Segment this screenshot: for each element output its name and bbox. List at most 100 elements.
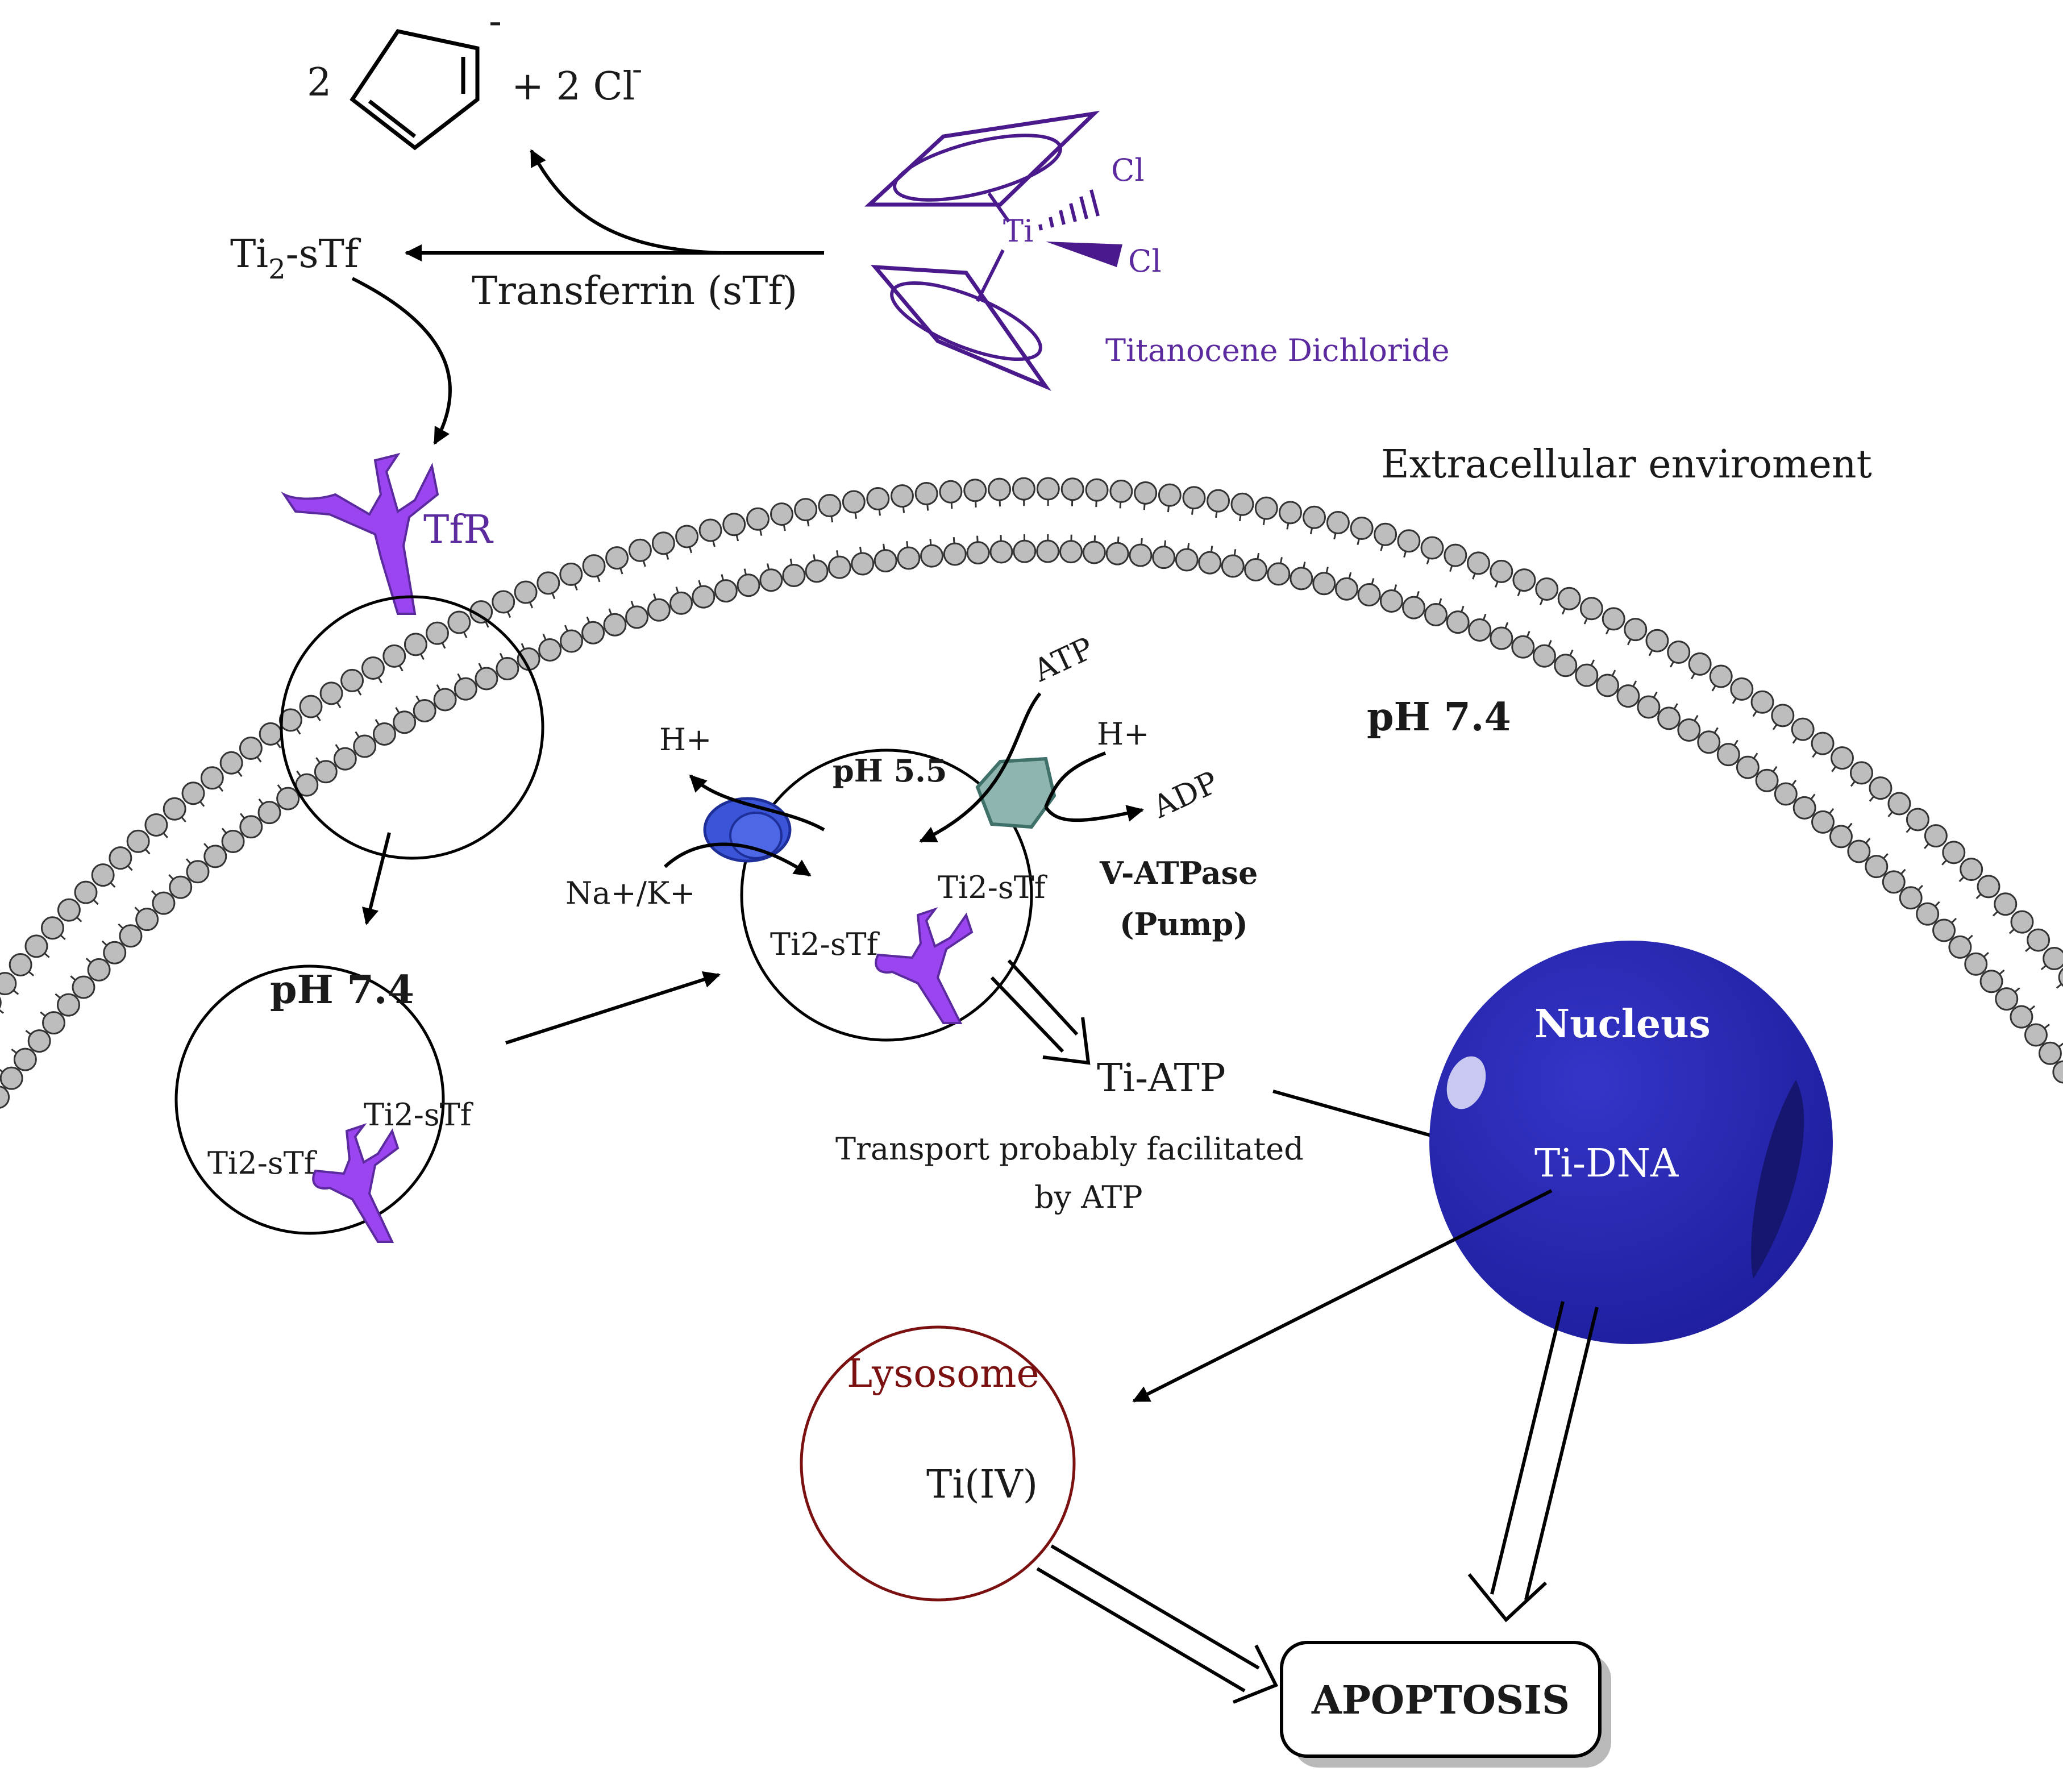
lipid-head — [361, 656, 385, 680]
lipid-head — [514, 580, 538, 604]
transferrin-binding-step: Transferrin (sTf) Ti2-sTf — [230, 149, 824, 445]
lipid-head — [1303, 505, 1326, 529]
lipid-head — [1182, 486, 1206, 510]
lipid-head — [109, 846, 132, 870]
ti-cp-bond-upper — [987, 192, 1010, 223]
titanium-atom-label: Ti — [1003, 213, 1033, 249]
lipid-head — [1677, 718, 1701, 742]
early-endosome: pH 7.4 Ti2-sTf Ti2-sTf — [174, 964, 474, 1243]
hashed-bond — [1038, 189, 1100, 231]
lipid-head — [496, 656, 519, 680]
lipid-head — [1397, 529, 1421, 553]
lipid-head — [219, 751, 243, 775]
lipid-head — [1637, 695, 1661, 719]
nucleus-sphere — [1429, 941, 1833, 1344]
lipid-head — [319, 681, 343, 705]
lipid-head — [1829, 825, 1853, 849]
ti-dna-label: Ti-DNA — [1534, 1141, 1679, 1186]
early-receptor-icon — [312, 1123, 400, 1243]
lipid-head — [1012, 477, 1035, 501]
lipid-head — [2010, 1005, 2033, 1029]
cp-release-arrow — [530, 149, 722, 255]
lipid-head — [2024, 1023, 2048, 1047]
lipid-head — [920, 544, 944, 568]
lipid-head — [1811, 731, 1835, 755]
lipid-head — [1278, 501, 1302, 525]
lysosome-title: Lysosome — [847, 1352, 1039, 1396]
lipid-head — [0, 1066, 23, 1090]
lipid-head — [737, 573, 760, 597]
lipid-head — [989, 540, 1013, 564]
cation-influx-arrow — [663, 842, 812, 877]
lipid-head — [1977, 875, 2000, 899]
lipid-head — [692, 585, 716, 609]
lipid-head — [559, 562, 583, 586]
lipid-head — [404, 633, 427, 656]
lipid-head — [1994, 892, 2018, 916]
proton-efflux-arrow — [689, 774, 825, 831]
lipid-head — [1899, 886, 1923, 910]
lipid-head — [163, 797, 186, 821]
lipid-head — [1446, 610, 1470, 634]
lipid-head — [1774, 782, 1798, 806]
titanocene-dichloride-label: Titanocene Dichloride — [1105, 332, 1450, 368]
lipid-head — [1379, 589, 1403, 613]
upper-cp-ring-icon — [864, 110, 1100, 207]
lipid-head — [536, 571, 560, 595]
transport-note-line2: by ATP — [1034, 1179, 1143, 1215]
budding-vesicle — [280, 595, 544, 860]
lipid-head — [1716, 743, 1740, 767]
lipid-head — [1512, 568, 1536, 592]
lipid-head — [259, 722, 282, 746]
lipid-head — [372, 722, 396, 746]
lipid-head — [1326, 511, 1350, 535]
chloride-charge: - — [632, 51, 642, 87]
lipid-head — [2010, 910, 2034, 934]
lipid-head — [1207, 489, 1230, 513]
lipid-head — [393, 710, 417, 734]
lipid-head — [27, 1029, 51, 1053]
nucleus-highlight — [1446, 1056, 1486, 1109]
lipid-head — [1755, 768, 1779, 792]
cell-membrane-bilayer — [0, 477, 2063, 1109]
lipid-head — [353, 734, 377, 758]
early-endosome-ph: pH 7.4 — [270, 967, 414, 1013]
lipid-head — [939, 480, 963, 504]
lipid-head — [651, 531, 675, 555]
lipid-head — [1750, 690, 1774, 714]
lipid-head — [1792, 796, 1816, 820]
lipid-head — [1616, 684, 1640, 708]
apoptosis-box: APOPTOSIS — [1280, 1641, 1611, 1768]
lipid-head — [1575, 663, 1599, 687]
internalization-arrow — [361, 832, 391, 925]
lipid-head — [314, 760, 338, 784]
lipid-head — [1420, 536, 1444, 560]
exchanger-icon-inner — [729, 812, 783, 859]
lipid-head — [603, 613, 627, 637]
lipid-head — [1602, 607, 1625, 631]
lower-cp-ring-icon — [871, 264, 1051, 391]
lipid-head — [1334, 577, 1358, 601]
lipid-head — [1579, 597, 1603, 621]
nucleus-shadow — [1751, 1080, 1804, 1279]
lipid-head — [1105, 542, 1129, 566]
lipid-head — [1831, 746, 1854, 770]
na-k-exchanger: H+ Na+/K+ — [565, 722, 825, 911]
lipid-head — [1964, 952, 1988, 976]
late-complex-b: Ti2-sTf — [938, 870, 1048, 905]
exchanger-label: Na+/K+ — [565, 875, 695, 911]
lipid-head — [914, 482, 938, 506]
lipid-head — [1995, 987, 2019, 1011]
lipid-head — [842, 490, 866, 514]
lipid-head — [647, 598, 671, 622]
lipid-head — [1036, 539, 1060, 563]
nucleus-to-lysosome-arrow — [1132, 1189, 1553, 1403]
lipid-head — [2052, 1060, 2063, 1084]
late-endosome: pH 5.5 Ti2-sTf Ti2-sTf — [740, 749, 1048, 1042]
lipid-head — [625, 605, 649, 629]
lipid-head — [1924, 824, 1948, 848]
cp-double-bond-2 — [368, 99, 417, 138]
lipid-tail — [2056, 982, 2063, 989]
lipid-head — [581, 621, 605, 645]
lipid-head — [91, 863, 115, 887]
